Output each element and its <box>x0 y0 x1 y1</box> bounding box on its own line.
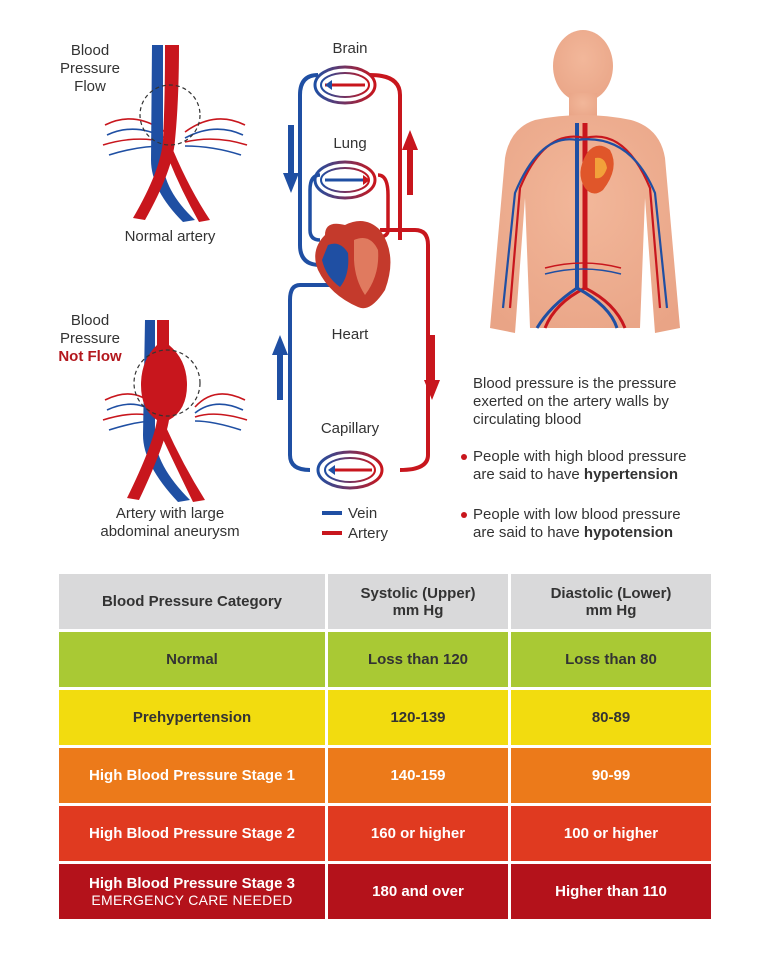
systolic-cell: Loss than 120 <box>328 632 508 687</box>
systolic-cell: 120-139 <box>328 690 508 745</box>
systolic-cell: 140-159 <box>328 748 508 803</box>
legend-item-vein: Vein <box>322 503 422 523</box>
diastolic-cell: 90-99 <box>511 748 711 803</box>
artery-flow-down-arrow-icon <box>424 335 440 400</box>
aneurysm-callout: Blood Pressure Not Flow <box>58 312 122 365</box>
table-row: Normal Loss than 120 Loss than 80 <box>59 632 711 687</box>
vein-flow-up-arrow-icon <box>272 335 288 400</box>
category-cell: Normal <box>59 632 325 687</box>
legend-item-artery: Artery <box>322 523 422 543</box>
human-body-illustration <box>490 30 680 333</box>
systolic-cell: 180 and over <box>328 864 508 919</box>
category-cell: High Blood Pressure Stage 3 EMERGENCY CA… <box>59 864 325 919</box>
systolic-cell: 160 or higher <box>328 806 508 861</box>
legend: Vein Artery <box>322 503 422 543</box>
table-row: High Blood Pressure Stage 1 140-159 90-9… <box>59 748 711 803</box>
table-row: High Blood Pressure Stage 2 160 or highe… <box>59 806 711 861</box>
heart-label: Heart <box>331 326 369 343</box>
category-cell: High Blood Pressure Stage 2 <box>59 806 325 861</box>
aneurysm-artery-illustration <box>102 320 248 502</box>
normal-artery-callout: Blood Pressure Flow <box>59 42 121 95</box>
blood-pressure-table: Blood Pressure Category Systolic (Upper)… <box>56 571 714 922</box>
header-category: Blood Pressure Category <box>59 574 325 629</box>
normal-artery-caption: Normal artery <box>124 228 216 245</box>
emergency-note: EMERGENCY CARE NEEDED <box>91 892 293 908</box>
hypertension-note: People with high blood pressure are said… <box>473 448 687 483</box>
diastolic-cell: Loss than 80 <box>511 632 711 687</box>
vein-flow-down-arrow-icon <box>283 125 299 193</box>
brain-label: Brain <box>332 40 368 57</box>
artery-flow-up-arrow-icon <box>402 130 418 195</box>
header-systolic: Systolic (Upper) mm Hg <box>328 574 508 629</box>
capillary-label: Capillary <box>320 420 380 437</box>
table-row: High Blood Pressure Stage 3 EMERGENCY CA… <box>59 864 711 919</box>
category-cell: Prehypertension <box>59 690 325 745</box>
vein-swatch <box>322 511 342 515</box>
diastolic-cell: 100 or higher <box>511 806 711 861</box>
aneurysm-caption: Artery with large abdominal aneurysm <box>100 505 240 540</box>
category-cell: High Blood Pressure Stage 1 <box>59 748 325 803</box>
bullet-icon <box>461 512 467 518</box>
header-diastolic: Diastolic (Lower) mm Hg <box>511 574 711 629</box>
normal-artery-illustration <box>102 45 248 222</box>
definition-text: Blood pressure is the pressure exerted o… <box>473 375 677 428</box>
bullet-icon <box>461 454 467 460</box>
diastolic-cell: 80-89 <box>511 690 711 745</box>
hypotension-note: People with low blood pressure are said … <box>473 506 681 541</box>
lung-label: Lung <box>333 135 367 152</box>
diastolic-cell: Higher than 110 <box>511 864 711 919</box>
artery-swatch <box>322 531 342 535</box>
table-header-row: Blood Pressure Category Systolic (Upper)… <box>59 574 711 629</box>
circulation-diagram <box>288 65 430 490</box>
table-row: Prehypertension 120-139 80-89 <box>59 690 711 745</box>
